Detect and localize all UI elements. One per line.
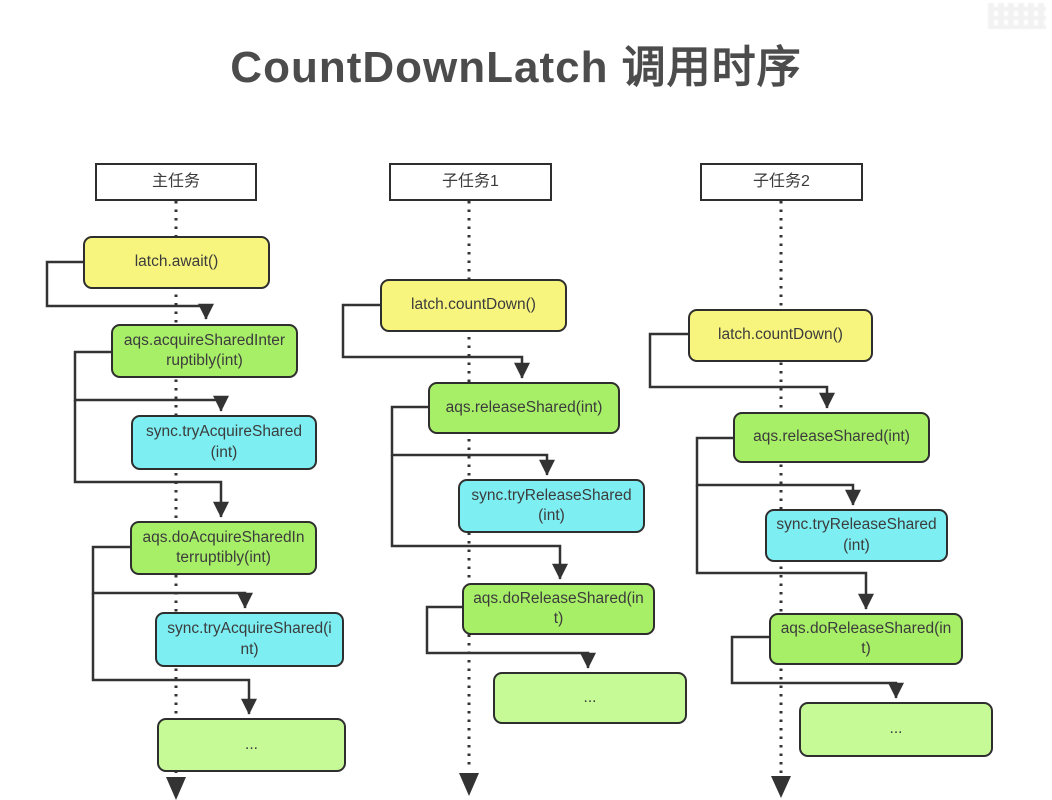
node-do-release-shared-2: aqs.doReleaseShared(int) (769, 613, 963, 665)
node-do-release-shared-1: aqs.doReleaseShared(int) (462, 583, 655, 635)
call-arrows-lane-2 (341, 303, 596, 669)
call-arrow (341, 303, 530, 379)
lifeline-arrowhead (166, 777, 186, 800)
call-arrow (695, 485, 874, 610)
node-latch-await: latch.await() (83, 236, 270, 289)
call-arrow (648, 332, 835, 409)
call-arrows-lane-1 (45, 260, 257, 715)
node-count-down-2: latch.countDown() (688, 309, 873, 362)
lane-header-subtask-2: 子任务2 (700, 163, 863, 201)
node-release-shared-1: aqs.releaseShared(int) (428, 382, 620, 434)
node-count-down-1: latch.countDown() (380, 279, 567, 332)
call-arrow (45, 260, 214, 320)
lane-header-subtask-1: 子任务1 (389, 163, 552, 201)
node-ellipsis-subtask-2: ... (799, 702, 993, 757)
lifeline-arrowheads (166, 773, 791, 800)
node-do-acquire-shared-interruptibly: aqs.doAcquireSharedInterruptibly(int) (130, 521, 317, 575)
node-try-acquire-shared-2: sync.tryAcquireShared(int) (155, 612, 344, 667)
call-arrow (390, 455, 568, 580)
node-release-shared-2: aqs.releaseShared(int) (733, 412, 930, 463)
lifeline-arrowhead (459, 773, 479, 796)
node-ellipsis-main: ... (157, 718, 346, 772)
page-title: CountDownLatch 调用时序 (230, 43, 802, 93)
node-try-release-shared-2: sync.tryReleaseShared(int) (765, 509, 948, 562)
lifeline-arrowhead (771, 776, 791, 798)
node-try-release-shared-1: sync.tryReleaseShared(int) (458, 479, 645, 533)
node-ellipsis-subtask-1: ... (493, 672, 687, 724)
call-arrows-lane-3 (648, 332, 904, 699)
node-acquire-shared-interruptibly: aqs.acquireSharedInterruptibly(int) (111, 324, 298, 378)
call-arrow (91, 593, 257, 715)
call-arrow (730, 635, 904, 699)
node-try-acquire-shared-1: sync.tryAcquireShared(int) (131, 415, 317, 470)
lane-header-main-task: 主任务 (95, 163, 257, 201)
call-arrow (425, 605, 596, 669)
watermark (988, 3, 1046, 29)
call-arrow (73, 400, 229, 518)
